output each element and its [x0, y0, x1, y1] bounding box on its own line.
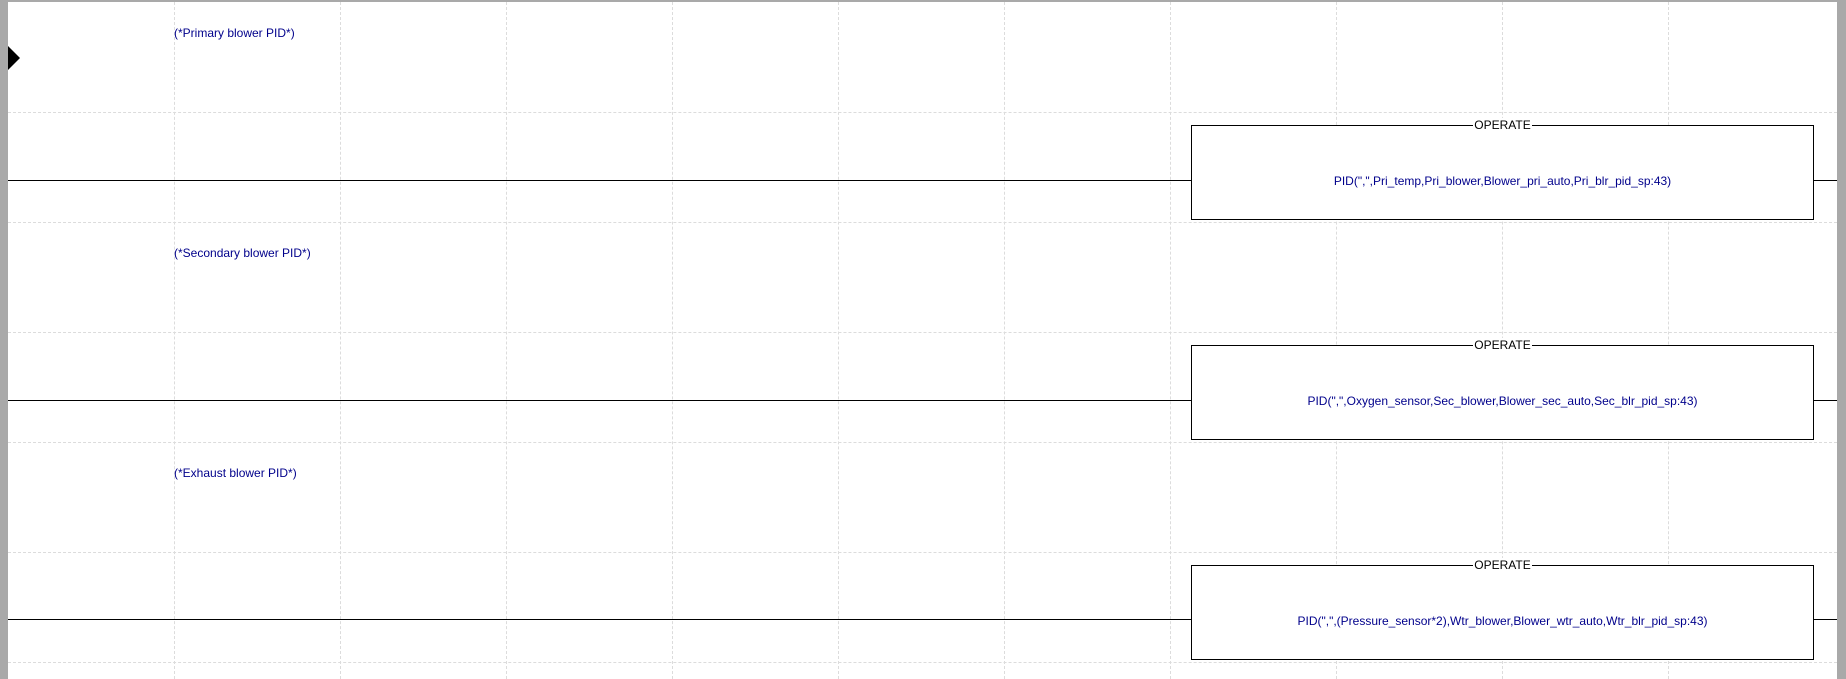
pid-expression-2: PID(",",Oxygen_sensor,Sec_blower,Blower_…	[1307, 394, 1698, 408]
operate-block-3[interactable]: OPERATE PID(",",(Pressure_sensor*2),Wtr_…	[1191, 558, 1814, 660]
grid-row-line	[8, 332, 1837, 333]
rung-comment-1[interactable]: (*Primary blower PID*)	[174, 26, 295, 40]
grid-column-line	[672, 2, 673, 679]
grid-column-line	[174, 2, 175, 679]
rung-wire-3-right	[1814, 619, 1837, 620]
rung-wire-1-left	[8, 180, 1191, 181]
ladder-editor-canvas[interactable]: (*Primary blower PID*) OPERATE PID(",",P…	[8, 2, 1837, 679]
rung-wire-1-right	[1814, 180, 1837, 181]
grid-row-line	[8, 222, 1837, 223]
rung-comment-3[interactable]: (*Exhaust blower PID*)	[174, 466, 297, 480]
operate-block-title: OPERATE	[1473, 338, 1532, 352]
operate-block-title: OPERATE	[1473, 118, 1532, 132]
operate-block-1[interactable]: OPERATE PID(",",Pri_temp,Pri_blower,Blow…	[1191, 118, 1814, 220]
operate-block-title: OPERATE	[1473, 558, 1532, 572]
grid-column-line	[1336, 2, 1337, 679]
grid-column-line	[506, 2, 507, 679]
grid-column-line	[340, 2, 341, 679]
grid-row-line	[8, 442, 1837, 443]
rung-wire-2-left	[8, 400, 1191, 401]
rung-comment-2[interactable]: (*Secondary blower PID*)	[174, 246, 311, 260]
grid-column-line	[1668, 2, 1669, 679]
current-rung-arrow-icon	[8, 46, 20, 70]
pid-expression-3: PID(",",(Pressure_sensor*2),Wtr_blower,B…	[1297, 614, 1708, 628]
grid-row-line	[8, 552, 1837, 553]
grid-column-line	[838, 2, 839, 679]
rung-wire-3-left	[8, 619, 1191, 620]
rung-wire-2-right	[1814, 400, 1837, 401]
grid-row-line	[8, 662, 1837, 663]
grid-column-line	[1170, 2, 1171, 679]
operate-block-2[interactable]: OPERATE PID(",",Oxygen_sensor,Sec_blower…	[1191, 338, 1814, 440]
grid-row-line	[8, 112, 1837, 113]
grid-column-line	[1004, 2, 1005, 679]
pid-expression-1: PID(",",Pri_temp,Pri_blower,Blower_pri_a…	[1333, 174, 1672, 188]
